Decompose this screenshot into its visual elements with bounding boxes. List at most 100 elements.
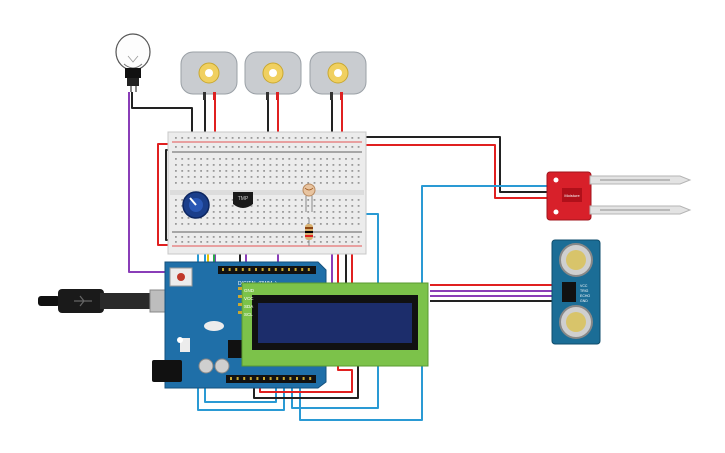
breadboard-hole — [307, 182, 310, 184]
breadboard-hole — [231, 158, 234, 160]
breadboard-hole — [307, 146, 310, 148]
wire-bulb-black[interactable] — [131, 92, 193, 136]
breadboard-hole — [200, 176, 202, 178]
breadboard-hole — [200, 137, 202, 139]
breadboard-hole — [225, 137, 228, 139]
header-pin — [248, 268, 251, 271]
breadboard-hole — [269, 241, 272, 243]
header-pin — [228, 268, 231, 271]
breadboard-hole — [307, 176, 310, 178]
dc-motor-icon[interactable] — [244, 51, 302, 100]
breadboard-hole — [256, 176, 259, 178]
breadboard-hole — [307, 199, 310, 201]
breadboard-hole — [256, 199, 259, 201]
breadboard-hole — [200, 236, 202, 238]
usb-plug-icon[interactable] — [38, 289, 173, 313]
breadboard-hole — [231, 236, 234, 238]
breadboard-hole — [338, 205, 341, 207]
breadboard-hole — [250, 223, 253, 225]
photoresistor-icon[interactable] — [302, 183, 316, 212]
header-pin — [282, 377, 285, 380]
breadboard-hole — [288, 205, 291, 207]
breadboard-hole — [301, 164, 303, 166]
soil-moisture-sensor-icon[interactable]: Moisture — [546, 171, 692, 221]
breadboard-hole — [313, 137, 316, 139]
breadboard-hole — [231, 137, 234, 139]
wire-bulb-purple[interactable] — [128, 92, 182, 273]
breadboard-hole — [294, 236, 297, 238]
light-bulb-icon[interactable] — [115, 33, 151, 92]
breadboard-hole — [319, 164, 322, 166]
breadboard-hole — [282, 211, 284, 213]
breadboard-hole — [357, 217, 360, 219]
wire-soil-black[interactable] — [360, 136, 548, 193]
potentiometer-icon[interactable] — [182, 191, 210, 219]
breadboard-hole — [319, 223, 322, 225]
svg-text:GND: GND — [244, 288, 255, 293]
breadboard-hole — [301, 158, 303, 160]
breadboard-hole — [332, 176, 335, 178]
breadboard-hole — [200, 241, 202, 243]
temperature-sensor-icon[interactable]: TMP — [233, 192, 253, 208]
breadboard-hole — [282, 182, 284, 184]
breadboard-hole — [238, 158, 240, 160]
breadboard-hole — [212, 146, 215, 148]
breadboard-hole — [212, 182, 215, 184]
breadboard-hole — [187, 236, 190, 238]
breadboard-hole — [181, 199, 184, 201]
ultrasonic-sensor-icon[interactable]: VCC TRIG ECHO GND — [551, 239, 601, 345]
breadboard-hole — [250, 176, 253, 178]
breadboard-hole — [288, 182, 291, 184]
wire-rail-red-left[interactable] — [157, 143, 175, 246]
breadboard-hole — [319, 137, 322, 139]
breadboard-hole — [288, 217, 291, 219]
breadboard-hole — [326, 223, 328, 225]
breadboard-hole — [345, 211, 347, 213]
breadboard-hole — [263, 241, 265, 243]
resistor-icon[interactable] — [305, 218, 313, 246]
breadboard-hole — [206, 164, 209, 166]
breadboard-hole — [175, 199, 177, 201]
svg-text:ECHO: ECHO — [580, 294, 590, 298]
breadboard-hole — [301, 176, 303, 178]
breadboard-hole — [345, 170, 347, 172]
lcd-display-icon[interactable]: GND VCC SDA SCL — [238, 282, 429, 367]
breadboard-hole — [219, 205, 221, 207]
wire-soil-blue[interactable] — [299, 185, 548, 421]
header-pin — [276, 377, 279, 380]
breadboard-hole — [294, 241, 297, 243]
breadboard-hole — [357, 236, 360, 238]
breadboard-hole — [206, 217, 209, 219]
breadboard-hole — [275, 241, 278, 243]
breadboard-hole — [301, 236, 303, 238]
breadboard-hole — [351, 176, 354, 178]
breadboard-hole — [332, 199, 335, 201]
dc-motor-icon[interactable] — [180, 51, 238, 100]
breadboard-hole — [294, 137, 297, 139]
breadboard-hole — [193, 176, 196, 178]
breadboard-hole — [288, 176, 291, 178]
breadboard-hole — [269, 158, 272, 160]
breadboard-hole — [238, 146, 240, 148]
header-pin — [296, 377, 298, 380]
breadboard-hole — [263, 205, 265, 207]
breadboard-hole — [357, 176, 360, 178]
dc-motor-icon[interactable] — [309, 51, 367, 100]
breadboard-hole — [225, 211, 228, 213]
breadboard-hole — [238, 137, 240, 139]
breadboard-hole — [326, 241, 328, 243]
breadboard-hole — [219, 241, 221, 243]
svg-text:VCC: VCC — [244, 296, 254, 301]
breadboard-hole — [175, 223, 177, 225]
breadboard-hole — [319, 158, 322, 160]
wire-soil-red[interactable] — [360, 144, 548, 199]
breadboard-hole — [326, 217, 328, 219]
breadboard-hole — [275, 146, 278, 148]
breadboard-hole — [263, 223, 265, 225]
header-pin — [301, 268, 304, 271]
header-pin — [222, 268, 224, 271]
breadboard-hole — [244, 170, 247, 172]
breadboard-hole — [282, 205, 284, 207]
breadboard-hole — [244, 182, 247, 184]
